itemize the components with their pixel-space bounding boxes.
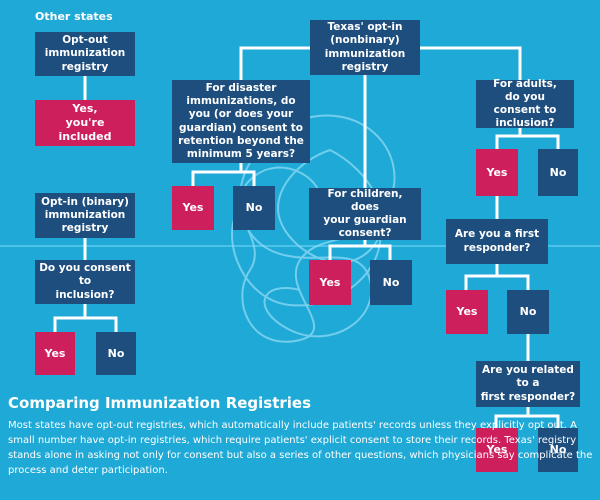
first-responder-question-node: Are you a first responder?	[446, 219, 548, 264]
article-title: Comparing Immunization Registries	[8, 394, 312, 412]
opt-out-registry-node: Opt-out immunization registry	[35, 32, 135, 76]
related-yes-node: Yes	[476, 428, 518, 472]
children-yes-node: Yes	[309, 260, 351, 305]
children-question-node: For children, does your guardian consent…	[309, 188, 421, 240]
other-states-label: Other states	[35, 10, 113, 23]
consent-no-node: No	[96, 332, 136, 375]
consent-inclusion-question-node: Do you consent to inclusion?	[35, 260, 135, 304]
connectors	[53, 46, 560, 430]
opt-out-included-node: Yes, you're included	[35, 100, 135, 146]
first-responder-no-node: No	[507, 290, 549, 334]
adults-no-node: No	[538, 149, 578, 196]
adults-yes-node: Yes	[476, 149, 518, 196]
related-first-responder-question-node: Are you related to a first responder?	[476, 361, 580, 407]
first-responder-yes-node: Yes	[446, 290, 488, 334]
disaster-yes-node: Yes	[172, 186, 214, 230]
children-no-node: No	[370, 260, 412, 305]
disaster-no-node: No	[233, 186, 275, 230]
related-no-node: No	[538, 428, 578, 472]
consent-yes-node: Yes	[35, 332, 75, 375]
adults-question-node: For adults, do you consent to inclusion?	[476, 78, 574, 129]
article-description: Most states have opt-out registries, whi…	[8, 420, 593, 476]
texas-registry-node: Texas' opt-in (nonbinary) immunization r…	[310, 20, 420, 75]
disaster-immunizations-question-node: For disaster immunizations, do you (or d…	[172, 80, 310, 163]
opt-in-binary-registry-node: Opt-in (binary) immunization registry	[35, 193, 135, 238]
